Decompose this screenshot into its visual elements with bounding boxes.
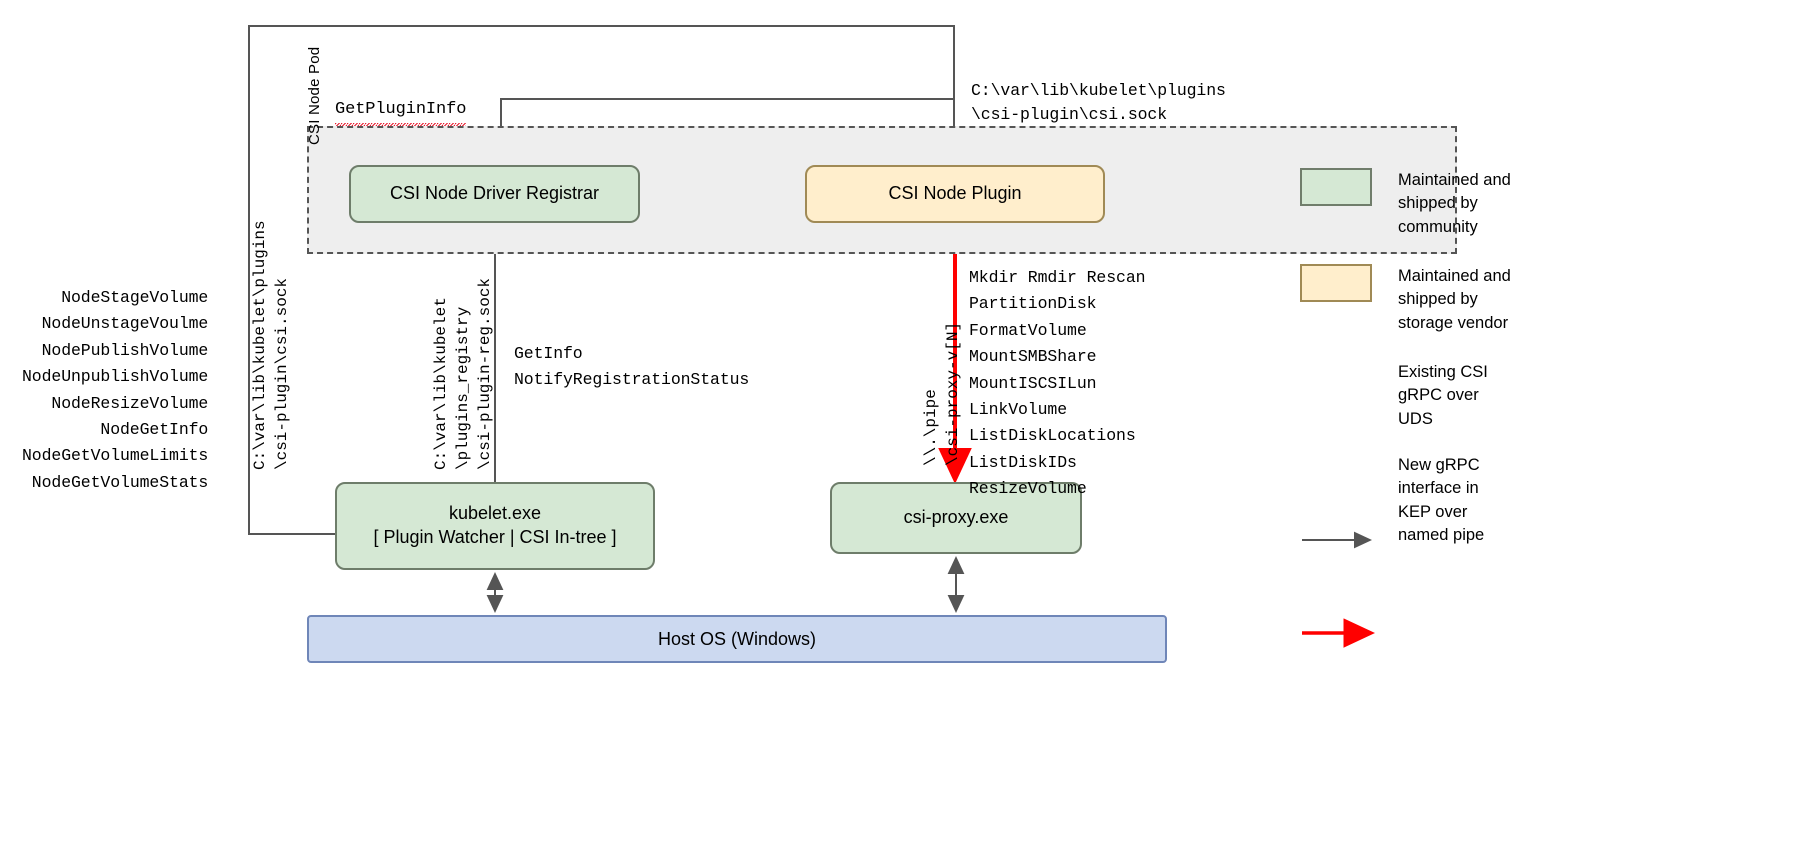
host-os-label: Host OS (Windows) [657,628,817,649]
legend-item-existing-csi: Existing CSI gRPC over UDS [1300,360,1488,431]
legend-label-community: Maintained and shipped by community [1398,171,1511,236]
csi-node-pod-label: CSI Node Pod [306,46,323,145]
csi-proxy-exe-label: csi-proxy.exe [903,507,1009,528]
legend-arrow-existing-cell [1300,360,1372,398]
legend-swatch-community-icon [1300,168,1372,206]
host-os-box[interactable]: Host OS (Windows) [307,615,1167,663]
legend-item-new-grpc: New gRPC interface in KEP over named pip… [1300,453,1484,548]
csi-node-driver-registrar-label: CSI Node Driver Registrar [389,183,600,204]
csi-node-driver-registrar-box[interactable]: CSI Node Driver Registrar [349,165,640,223]
node-service-operations-list: NodeStageVolume NodeUnstageVoulme NodePu… [22,288,209,492]
kubelet-exe-label: kubelet.exe [448,503,542,524]
kubelet-csi-sock-path-vertical-label: C:\var\lib\kubelet\plugins \csi-plugin\c… [251,220,292,470]
kubelet-exe-sublabel: [ Plugin Watcher | CSI In-tree ] [373,527,617,547]
csi-node-plugin-box[interactable]: CSI Node Plugin [805,165,1105,223]
kubelet-exe-box[interactable]: kubelet.exe [ Plugin Watcher | CSI In-tr… [335,482,655,570]
plugin-registry-sock-path-vertical-label: C:\var\lib\kubelet \plugins_registry \cs… [432,277,495,470]
csi-proxy-operations-list: Mkdir Rmdir Rescan PartitionDisk FormatV… [969,268,1146,499]
get-plugin-info-label: GetPluginInfo [335,98,466,126]
legend-item-community: Maintained and shipped by community [1300,168,1511,239]
legend-label-storage-vendor: Maintained and shipped by storage vendor [1398,267,1511,332]
legend-swatch-vendor-icon [1300,264,1372,302]
registration-operations-list: GetInfo NotifyRegistrationStatus [514,344,750,390]
named-pipe-path-vertical-label: \\.\pipe \csi-proxy-v[N] [922,321,963,466]
csi-sock-path-label: C:\var\lib\kubelet\plugins \csi-plugin\c… [971,81,1226,124]
legend-arrow-new-cell [1300,453,1372,491]
csi-node-plugin-label: CSI Node Plugin [888,183,1022,204]
csi-proxy-exe-box[interactable]: csi-proxy.exe [830,482,1082,554]
legend-label-existing-csi: Existing CSI gRPC over UDS [1398,363,1488,428]
legend-label-new-grpc: New gRPC interface in KEP over named pip… [1398,456,1485,545]
legend-item-storage-vendor: Maintained and shipped by storage vendor [1300,264,1511,335]
